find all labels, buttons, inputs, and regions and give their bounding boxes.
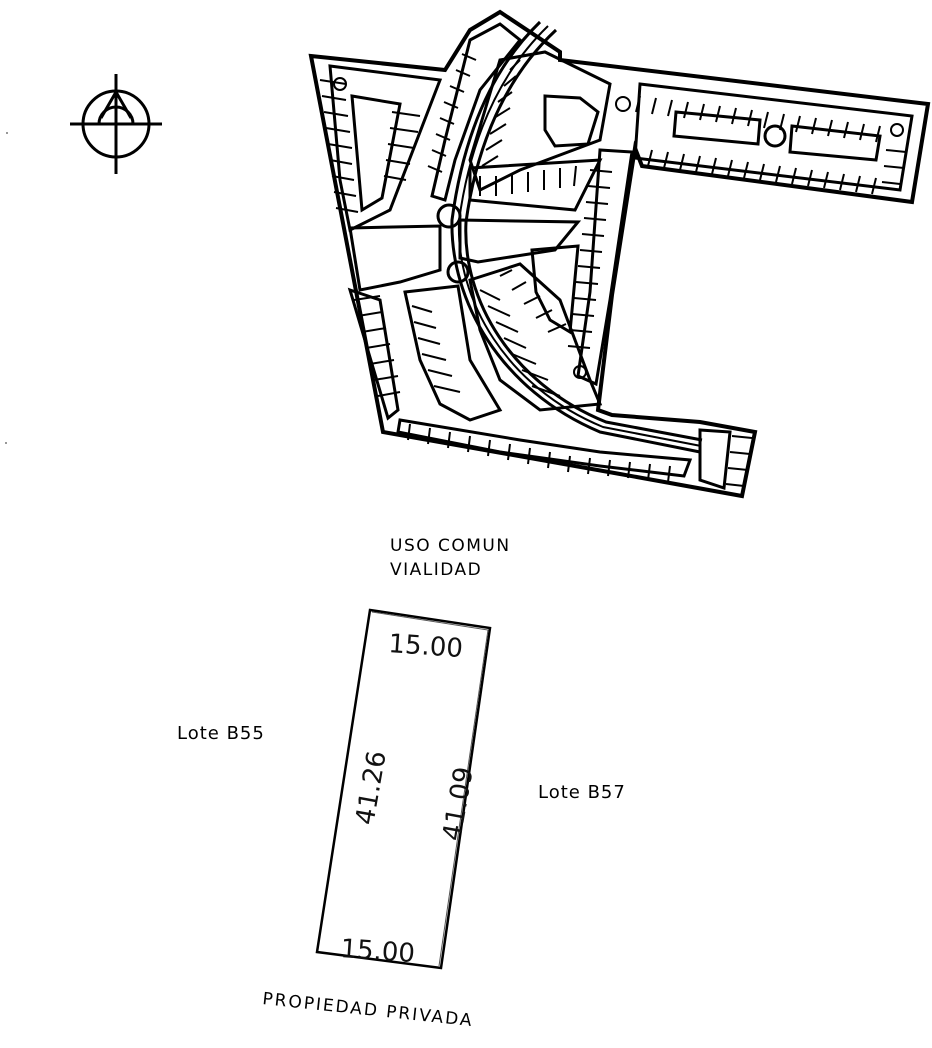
block-outline [530, 244, 580, 335]
main-avenue [457, 25, 702, 447]
block-outline [576, 148, 634, 387]
block-outline [403, 284, 503, 422]
lot-dividers [319, 53, 907, 487]
subdivision-site-plan [308, 9, 931, 499]
north-boundary-label-2: VIALIDAD [390, 560, 482, 580]
block-outline [543, 94, 600, 148]
block-outline [396, 418, 693, 478]
north-arrow-icon [70, 74, 162, 174]
east-boundary-label: Lote B57 [538, 782, 626, 803]
block-outline [347, 287, 400, 421]
roundabout [615, 96, 631, 112]
block-outline [698, 428, 732, 491]
roundabout [436, 203, 462, 229]
dimension-left: 41.26 [350, 749, 392, 828]
scan-speck [5, 442, 7, 444]
block-outline [348, 224, 442, 292]
dimension-top: 15.00 [388, 629, 464, 664]
roundabout [446, 260, 470, 284]
roundabout [573, 365, 587, 379]
block-outline [468, 262, 603, 412]
block-outline [672, 110, 762, 146]
block-outline [430, 22, 523, 202]
block-outline [468, 50, 612, 193]
main-avenue [464, 28, 703, 442]
dimension-right: 41.09 [437, 765, 479, 844]
block-outline [350, 94, 402, 213]
scan-speck [6, 132, 8, 134]
roundabout [890, 123, 904, 137]
lot-outline-shadow [371, 611, 489, 967]
block-outline [468, 158, 603, 212]
west-boundary-label: Lote B55 [177, 723, 265, 744]
north-boundary-label: USO COMUN [390, 536, 511, 556]
dimension-bottom: 15.00 [340, 934, 416, 969]
lot-outline [315, 608, 492, 970]
block-outline [788, 124, 882, 162]
south-boundary-label: PROPIEDAD PRIVADA [261, 989, 474, 1031]
block-outline [458, 218, 582, 264]
block-outline [633, 82, 914, 192]
